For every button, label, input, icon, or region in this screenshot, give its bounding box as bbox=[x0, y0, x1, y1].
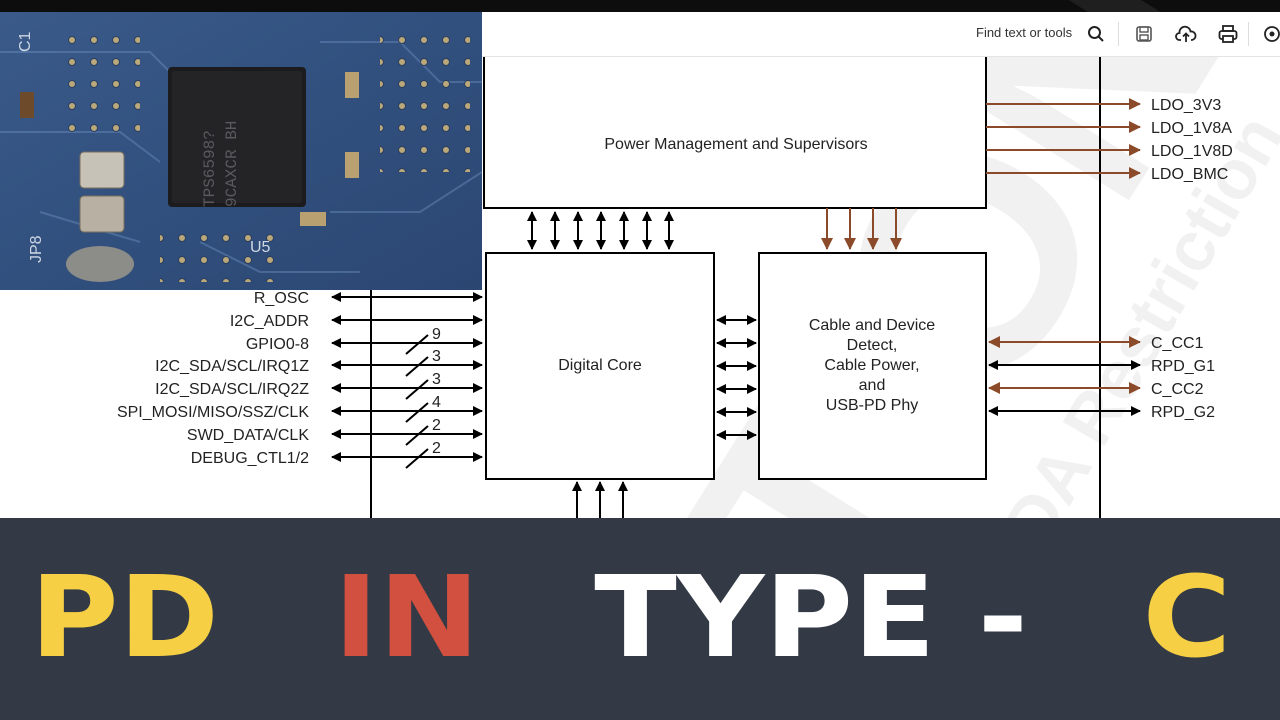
solder-blob bbox=[66, 246, 134, 282]
toolbar-separator bbox=[1248, 22, 1249, 46]
ic-chip: TPS6598? 9CAXCR BH bbox=[168, 67, 306, 207]
save-icon[interactable] bbox=[1130, 20, 1158, 48]
bus-width-slash bbox=[405, 379, 429, 400]
bus-width-slash bbox=[405, 356, 429, 377]
ldo-label: LDO_1V8D bbox=[1151, 143, 1233, 160]
power-core-bus bbox=[527, 211, 674, 250]
signal-label: R_OSC bbox=[254, 290, 309, 307]
bus-width-slash bbox=[405, 425, 429, 446]
silk-label: JP8 bbox=[28, 235, 45, 263]
digital-core-block bbox=[485, 252, 715, 480]
cable-detect-block bbox=[758, 252, 987, 480]
banner-title: PD IN TYPE - C bbox=[30, 548, 1280, 688]
cable-line: USB-PD Phy bbox=[826, 397, 918, 414]
core-cable-bus bbox=[716, 315, 757, 440]
print-icon[interactable] bbox=[1214, 20, 1242, 48]
more-icon[interactable] bbox=[1258, 20, 1280, 48]
banner-word-pd: PD bbox=[30, 553, 220, 683]
cc-label: C_CC1 bbox=[1151, 335, 1204, 352]
bus-width-count: 2 bbox=[432, 417, 441, 434]
ldo-label: LDO_3V3 bbox=[1151, 97, 1221, 114]
power-supply-arrows bbox=[821, 208, 902, 250]
power-management-label: Power Management and Supervisors bbox=[604, 136, 867, 153]
signal-label: I2C_ADDR bbox=[230, 313, 309, 330]
silk-label: U5 bbox=[250, 239, 271, 256]
block-diagram: TION NDA Restriction Power Management an… bbox=[117, 0, 1280, 520]
search-icon[interactable] bbox=[1082, 20, 1110, 48]
capacitors bbox=[20, 72, 359, 233]
cc-label: RPD_G1 bbox=[1151, 358, 1215, 375]
bus-width-count: 3 bbox=[432, 348, 441, 365]
bus-width-count: 9 bbox=[432, 326, 441, 343]
cable-line: Cable Power, bbox=[824, 357, 919, 374]
signal-label: SPI_MOSI/MISO/SSZ/CLK bbox=[117, 404, 309, 421]
signal-label: I2C_SDA/SCL/IRQ1Z bbox=[155, 358, 309, 375]
chip-marking: 9CAXCR BH bbox=[223, 121, 241, 207]
bus-width-count: 2 bbox=[432, 440, 441, 457]
cc-label: C_CC2 bbox=[1151, 381, 1204, 398]
chip-photo: TPS6598? 9CAXCR BH C1 U5 JP8 bbox=[0, 12, 482, 290]
banner-word-in: IN bbox=[333, 553, 480, 683]
digital-core-label: Digital Core bbox=[558, 357, 642, 374]
bus-width-count: 4 bbox=[432, 394, 441, 411]
signal-label: I2C_SDA/SCL/IRQ2Z bbox=[155, 381, 309, 398]
power-management-block bbox=[483, 55, 987, 209]
bus-width-count: 3 bbox=[432, 371, 441, 388]
signal-label: SWD_DATA/CLK bbox=[187, 427, 309, 444]
window-top-edge bbox=[0, 0, 1280, 12]
cable-detect-label: Cable and Device Detect, Cable Power, an… bbox=[809, 317, 935, 414]
pdf-toolbar: Find text or tools bbox=[482, 12, 1280, 57]
title-banner bbox=[0, 518, 1280, 720]
toolbar-separator bbox=[1118, 22, 1119, 46]
bus-width-slash bbox=[405, 402, 429, 423]
upload-cloud-icon[interactable] bbox=[1172, 20, 1200, 48]
core-bottom-bus bbox=[572, 481, 628, 520]
cc-signal-lines bbox=[988, 336, 1141, 416]
ldo-outputs bbox=[986, 98, 1141, 179]
ldo-label: LDO_1V8A bbox=[1151, 120, 1232, 137]
banner-word-type: TYPE - bbox=[594, 553, 1028, 683]
cc-label: RPD_G2 bbox=[1151, 404, 1215, 421]
ldo-label: LDO_BMC bbox=[1151, 166, 1228, 183]
silk-label: C1 bbox=[17, 31, 34, 52]
bus-width-slash bbox=[405, 334, 429, 355]
signal-label: GPIO0-8 bbox=[246, 336, 309, 353]
chip-marking: TPS6598? bbox=[201, 130, 219, 207]
signal-label: DEBUG_CTL1/2 bbox=[191, 450, 309, 467]
left-signal-lines bbox=[331, 292, 483, 469]
bus-width-slash bbox=[405, 448, 429, 469]
find-text-placeholder[interactable]: Find text or tools bbox=[976, 25, 1073, 40]
banner-word-c: C bbox=[1142, 553, 1232, 683]
cable-line: and bbox=[859, 377, 886, 394]
cable-line: Cable and Device bbox=[809, 317, 935, 334]
cable-line: Detect, bbox=[847, 337, 898, 354]
